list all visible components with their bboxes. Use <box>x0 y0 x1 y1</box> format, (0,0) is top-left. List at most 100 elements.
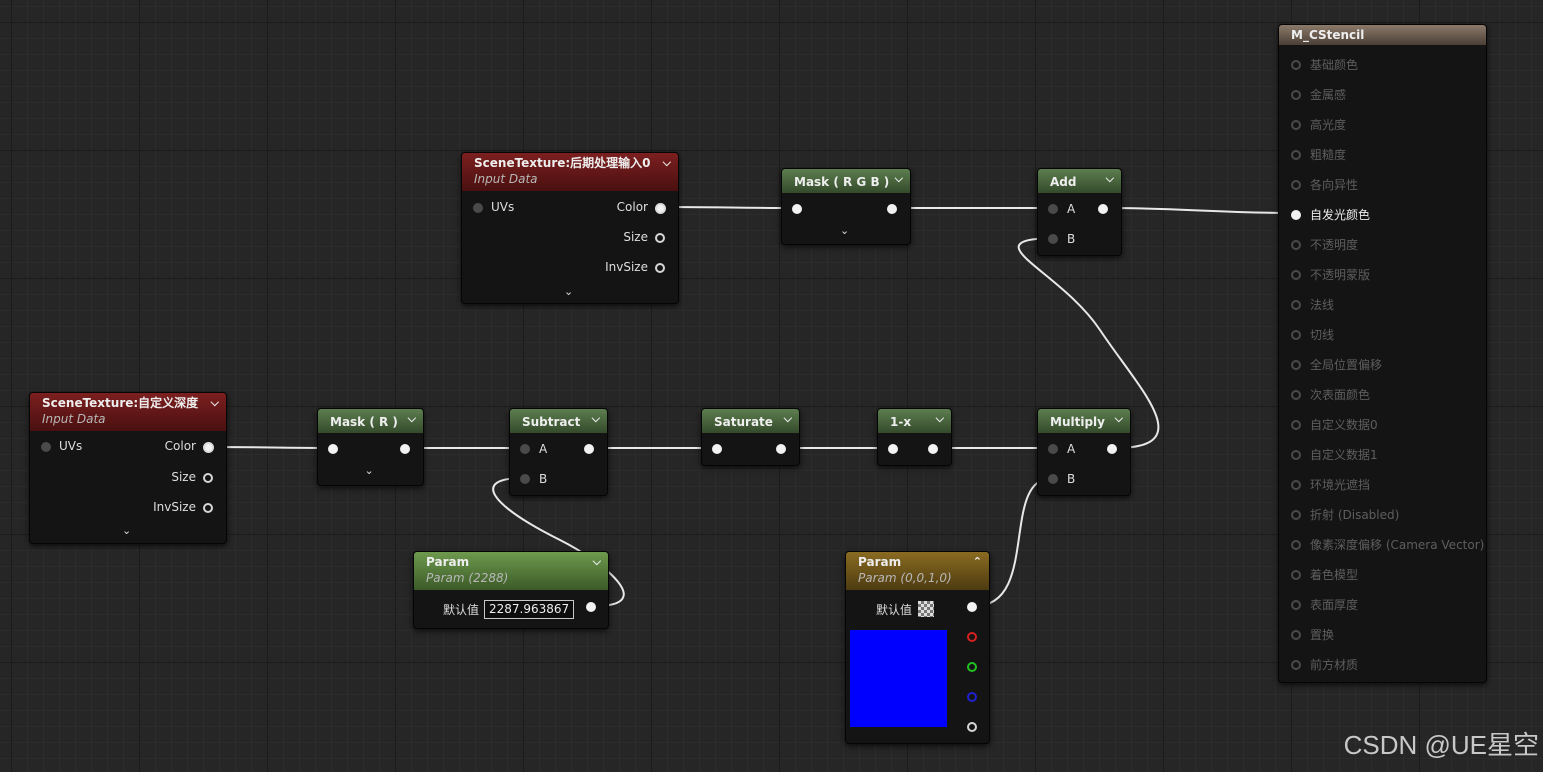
material-pin-row[interactable]: 金属感 <box>1291 84 1346 104</box>
material-input-pin[interactable] <box>1291 179 1301 190</box>
material-pin-row[interactable]: 环境光遮挡 <box>1291 474 1370 494</box>
rgba-output-pin[interactable] <box>967 602 977 612</box>
input-pin[interactable] <box>328 444 338 454</box>
output-pin[interactable] <box>1107 444 1117 454</box>
mask-rgb-node[interactable]: Mask ( R G B ) ⌵ ⌄ <box>781 168 911 245</box>
input-pin[interactable] <box>888 444 898 454</box>
material-pin-row[interactable]: 法线 <box>1291 294 1334 314</box>
invsize-output-pin[interactable] <box>203 503 213 513</box>
material-pin-row[interactable]: 自发光颜色 <box>1291 204 1370 224</box>
g-output-pin[interactable] <box>967 662 977 672</box>
node-header[interactable]: Multiply ⌵ <box>1038 409 1130 433</box>
size-output-pin[interactable] <box>655 233 665 243</box>
node-header[interactable]: SceneTexture:自定义深度 Input Data ⌵ <box>30 393 226 431</box>
material-input-pin[interactable] <box>1291 599 1301 610</box>
material-input-pin[interactable] <box>1291 59 1301 70</box>
chevron-down-icon[interactable]: ⌵ <box>894 172 903 185</box>
output-pin[interactable] <box>400 444 410 454</box>
multiply-node[interactable]: Multiply ⌵ A B <box>1037 408 1131 496</box>
color-swatch-checker[interactable] <box>918 601 934 617</box>
node-header[interactable]: 1-x ⌵ <box>878 409 951 433</box>
b-output-pin[interactable] <box>967 692 977 702</box>
material-input-pin[interactable] <box>1291 419 1301 430</box>
b-input-pin[interactable] <box>520 474 530 484</box>
chevron-down-icon[interactable]: ⌵ <box>210 396 219 409</box>
material-input-pin[interactable] <box>1291 659 1301 670</box>
node-header[interactable]: Add ⌵ <box>1038 169 1121 193</box>
material-input-pin[interactable] <box>1291 89 1301 100</box>
chevron-down-icon[interactable]: ⌵ <box>1105 172 1114 185</box>
material-input-pin[interactable] <box>1291 449 1301 460</box>
material-pin-row[interactable]: 各向异性 <box>1291 174 1358 194</box>
output-pin[interactable] <box>776 444 786 454</box>
material-input-pin[interactable] <box>1291 269 1301 280</box>
material-pin-row[interactable]: 切线 <box>1291 324 1334 344</box>
subtract-node[interactable]: Subtract ⌵ A B <box>509 408 608 496</box>
chevron-down-icon[interactable]: ⌵ <box>591 412 600 425</box>
material-pin-row[interactable]: 置换 <box>1291 624 1334 644</box>
material-input-pin[interactable] <box>1291 389 1301 400</box>
node-header[interactable]: SceneTexture:后期处理输入0 Input Data ⌵ <box>462 153 678 191</box>
material-input-pin[interactable] <box>1291 209 1301 220</box>
scene-texture-post-node[interactable]: SceneTexture:后期处理输入0 Input Data ⌵ UVs Co… <box>461 152 679 304</box>
material-input-pin[interactable] <box>1291 359 1301 370</box>
expand-chevron-icon[interactable]: ⌄ <box>564 285 574 298</box>
material-pin-row[interactable]: 高光度 <box>1291 114 1346 134</box>
material-input-pin[interactable] <box>1291 119 1301 130</box>
output-pin[interactable] <box>586 602 596 612</box>
default-value-field[interactable]: 2287.963867 <box>484 600 575 619</box>
b-input-pin[interactable] <box>1048 474 1058 484</box>
a-input-pin[interactable] <box>1048 204 1058 214</box>
material-pin-row[interactable]: 前方材质 <box>1291 654 1358 674</box>
material-pin-row[interactable]: 粗糙度 <box>1291 144 1346 164</box>
material-input-pin[interactable] <box>1291 479 1301 490</box>
chevron-up-icon[interactable]: ⌃ <box>972 555 982 568</box>
node-header[interactable]: Param Param (0,0,1,0) ⌃ <box>846 552 989 590</box>
material-input-pin[interactable] <box>1291 149 1301 160</box>
material-pin-row[interactable]: 像素深度偏移 (Camera Vector) <box>1291 534 1484 554</box>
node-header[interactable]: Mask ( R G B ) ⌵ <box>782 169 910 193</box>
material-input-pin[interactable] <box>1291 629 1301 640</box>
chevron-down-icon[interactable]: ⌵ <box>935 412 944 425</box>
node-header[interactable]: Saturate ⌵ <box>702 409 799 433</box>
input-pin[interactable] <box>792 204 802 214</box>
expand-chevron-icon[interactable]: ⌄ <box>840 224 850 237</box>
output-pin[interactable] <box>887 204 897 214</box>
color-output-pin[interactable] <box>655 203 666 214</box>
material-input-pin[interactable] <box>1291 569 1301 580</box>
material-pin-row[interactable]: 不透明度 <box>1291 234 1358 254</box>
param-vector-node[interactable]: Param Param (0,0,1,0) ⌃ 默认值 <box>845 551 990 744</box>
material-pin-row[interactable]: 基础颜色 <box>1291 54 1358 74</box>
material-pin-row[interactable]: 自定义数据1 <box>1291 444 1378 464</box>
expand-chevron-icon[interactable]: ⌄ <box>122 524 132 537</box>
node-header[interactable]: M_CStencil <box>1279 25 1486 45</box>
chevron-down-icon[interactable]: ⌵ <box>592 555 601 568</box>
uvs-input-pin[interactable] <box>41 442 51 452</box>
node-header[interactable]: Subtract ⌵ <box>510 409 607 433</box>
material-input-pin[interactable] <box>1291 329 1301 340</box>
input-pin[interactable] <box>712 444 722 454</box>
saturate-node[interactable]: Saturate ⌵ <box>701 408 800 466</box>
a-input-pin[interactable] <box>1048 444 1058 454</box>
chevron-down-icon[interactable]: ⌵ <box>662 156 671 169</box>
one-minus-node[interactable]: 1-x ⌵ <box>877 408 952 466</box>
size-output-pin[interactable] <box>203 473 213 483</box>
material-pin-row[interactable]: 全局位置偏移 <box>1291 354 1382 374</box>
material-input-pin[interactable] <box>1291 539 1301 550</box>
output-pin[interactable] <box>1098 204 1108 214</box>
color-output-pin[interactable] <box>203 442 214 453</box>
chevron-down-icon[interactable]: ⌵ <box>407 412 416 425</box>
add-node[interactable]: Add ⌵ A B <box>1037 168 1122 256</box>
uvs-input-pin[interactable] <box>473 203 483 213</box>
material-input-pin[interactable] <box>1291 509 1301 520</box>
material-pin-row[interactable]: 表面厚度 <box>1291 594 1358 614</box>
invsize-output-pin[interactable] <box>655 263 665 273</box>
mask-r-node[interactable]: Mask ( R ) ⌵ ⌄ <box>317 408 424 486</box>
material-pin-row[interactable]: 折射 (Disabled) <box>1291 504 1399 524</box>
material-pin-row[interactable]: 着色模型 <box>1291 564 1358 584</box>
material-pin-row[interactable]: 不透明蒙版 <box>1291 264 1370 284</box>
a-input-pin[interactable] <box>520 444 530 454</box>
expand-chevron-icon[interactable]: ⌄ <box>364 464 374 477</box>
material-pin-row[interactable]: 次表面颜色 <box>1291 384 1370 404</box>
node-header[interactable]: Mask ( R ) ⌵ <box>318 409 423 433</box>
